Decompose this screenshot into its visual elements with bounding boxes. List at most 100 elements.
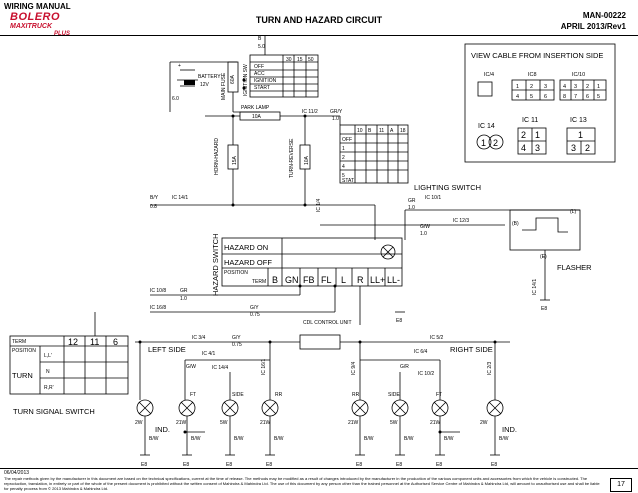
park-lamp-rating: 10A <box>252 114 262 120</box>
ic10-pin-4: 1 <box>597 84 600 90</box>
view-ic11-label: IC 11 <box>522 117 538 124</box>
lamp-3-watt: 5W <box>220 420 228 426</box>
view-ic13-label: IC 13 <box>570 117 587 124</box>
lamp-7-watt: 21W <box>430 420 441 426</box>
wire-bw-5: B/W <box>364 436 374 442</box>
lighting-row-2: 2 <box>342 155 345 161</box>
turn-pin-6: 6 <box>113 337 118 347</box>
ic11-pin-3: 3 <box>535 143 540 153</box>
header-rule <box>0 35 638 36</box>
lighting-row-off: OFF <box>342 137 352 143</box>
ic10-pin-2: 3 <box>574 84 577 90</box>
logo-line-3: PLUS <box>54 31 71 37</box>
ic9-4-label: IC 9/4 <box>351 361 357 375</box>
ignition-switch-name: IGNITION SW <box>243 64 249 96</box>
document-number: MAN-00222 <box>582 11 626 20</box>
ic1-4-label: IC 1/4 <box>316 198 322 212</box>
wire-gy-label: G/Y <box>250 305 259 311</box>
ic10-pin-5: 8 <box>563 94 566 100</box>
page-number: 17 <box>610 478 632 492</box>
ic10-pin-1: 4 <box>563 84 566 90</box>
ic10-2-label: IC 10/2 <box>418 371 434 377</box>
ground-4: E8 <box>266 462 272 468</box>
ground-8: E8 <box>491 462 497 468</box>
wire-gr-gauge: 1.0 <box>408 205 415 211</box>
lamp-3-pos: SIDE <box>232 392 244 398</box>
ic10-pin-3: 2 <box>586 84 589 90</box>
lamp-2-watt: 21W <box>176 420 187 426</box>
ic8-pin-3: 3 <box>544 84 547 90</box>
hazard-pin-fb: FB <box>303 275 315 285</box>
document-number-block: MAN-00222 APRIL 2013/Rev1 <box>561 10 626 32</box>
ic11-pin-4: 4 <box>521 143 526 153</box>
wire-gr3-label: G/R <box>400 364 409 370</box>
turn-row-n: N <box>46 369 50 375</box>
wire-bw-2: B/W <box>191 436 201 442</box>
horn-hazard-fuse-label: HORN-HAZARD <box>214 138 220 175</box>
turn-row-r: R,R' <box>44 385 54 391</box>
wire-gr2-gauge: 1.0 <box>180 296 187 302</box>
ignition-wire-label: B <box>258 36 262 42</box>
ic10-pin-8: 5 <box>597 94 600 100</box>
ignition-pin-2: 15 <box>297 57 303 63</box>
wire-gy2-gauge: 0.75 <box>232 342 242 348</box>
wire-by-label: B/Y <box>150 195 159 201</box>
control-unit-label: CDL CONTROL UNIT <box>303 320 352 326</box>
battery-polarity: + <box>178 63 181 69</box>
lamp-4-watt: 21W <box>260 420 271 426</box>
turn-switch-term: TERM <box>12 339 26 345</box>
lamp-1-watt: 2W <box>135 420 143 426</box>
lighting-switch-name: LIGHTING SWITCH <box>414 183 481 192</box>
ic14-pin-1: 1 <box>481 138 486 148</box>
ic4-1-label: IC 4/1 <box>202 351 216 357</box>
turn-reverse-fuse-label: TURN-REVERSE <box>289 138 295 178</box>
lamp-6-watt: 5W <box>390 420 398 426</box>
turn-pin-12: 12 <box>68 337 78 347</box>
wire-gr2-label: GR <box>180 288 188 294</box>
ic2-3-label: IC 2/3 <box>487 361 493 375</box>
ignition-row-off: OFF <box>254 64 264 70</box>
hazard-pin-llminus: LL- <box>387 275 400 285</box>
horn-hazard-fuse-rating: 15A <box>232 155 238 165</box>
turn-switch-position: POSITION <box>12 348 36 354</box>
ic8-pin-4: 4 <box>516 94 519 100</box>
ic14-4-label: IC 14/4 <box>212 365 228 371</box>
flasher-pin-l: (L) <box>570 209 576 215</box>
hazard-row-off: HAZARD OFF <box>224 258 272 267</box>
lighting-wire-in: GR/Y <box>330 109 343 115</box>
view-ic4-label: IC/4 <box>484 72 494 78</box>
lighting-row-1: 1 <box>342 146 345 152</box>
turn-signal-switch-name: TURN SIGNAL SWITCH <box>13 407 95 416</box>
ic11-pin-2: 2 <box>521 130 526 140</box>
park-lamp-label: PARK LAMP <box>241 105 270 111</box>
hazard-pin-llplus: LL+ <box>370 275 385 285</box>
ic6-4-label: IC 6/4 <box>414 349 428 355</box>
lighting-pin-4: A <box>390 128 394 134</box>
footer-disclaimer: The repair methods given by the manufact… <box>4 476 600 491</box>
battery-voltage: 12V <box>200 82 210 88</box>
wire-gw2-label: G/W <box>186 364 196 370</box>
hazard-switch-name: HAZARD SWITCH <box>211 234 220 297</box>
ignition-pin-1: 30 <box>286 57 292 63</box>
manual-label: WIRING MANUAL <box>4 2 71 11</box>
lamp-5-pos: RR <box>352 392 360 398</box>
ignition-row-ign: IGNITION <box>254 78 277 84</box>
ic13-pin-2: 2 <box>585 143 590 153</box>
ic10-1-label: IC 10/1 <box>425 195 441 201</box>
hazard-pin-b: B <box>272 275 278 285</box>
ignition-pin-3: 50 <box>308 57 314 63</box>
lamp-5-watt: 21W <box>348 420 359 426</box>
ic12-3-label: IC 12/3 <box>453 218 469 224</box>
hazard-pin-r: R <box>357 275 364 285</box>
lamp-1-pos: IND. <box>155 425 170 434</box>
document-revision: APRIL 2013/Rev1 <box>560 22 626 31</box>
ic5-2-label: IC 5/2 <box>430 335 444 341</box>
turn-reverse-fuse-rating: 10A <box>304 155 310 165</box>
turn-switch-label: TURN <box>12 371 33 380</box>
wire-bw-1: B/W <box>149 436 159 442</box>
ground-7: E8 <box>436 462 442 468</box>
ic8-pin-2: 2 <box>530 84 533 90</box>
ic3-4-label: IC 3/4 <box>192 335 206 341</box>
lamp-8-watt: 2W <box>480 420 488 426</box>
